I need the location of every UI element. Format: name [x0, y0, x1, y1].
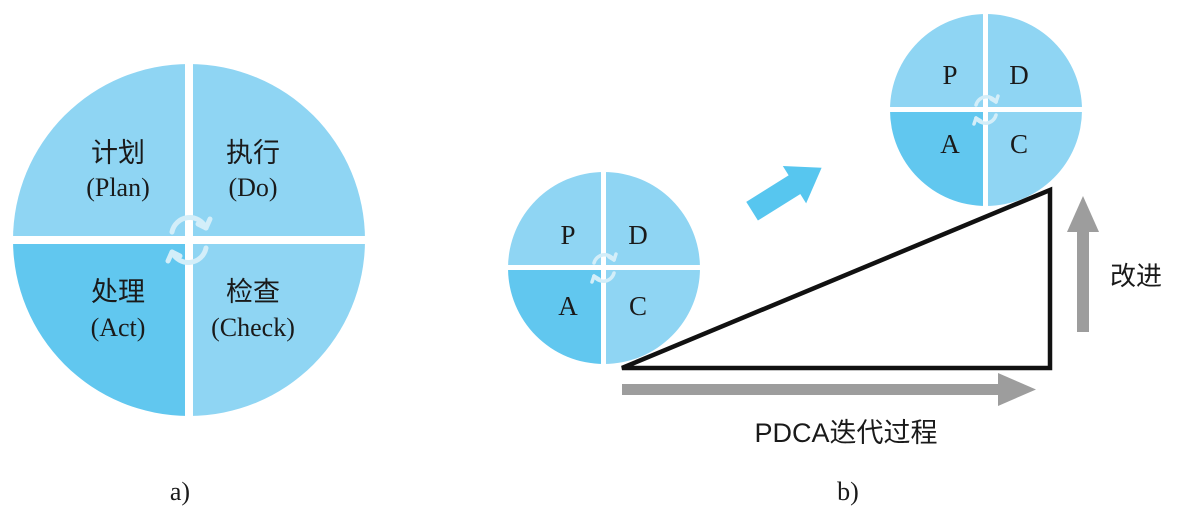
do-subtitle: (Do) [228, 173, 277, 202]
gray-right-arrow-icon [622, 373, 1036, 406]
pdca-wheel-a: 计划 (Plan) 执行 (Do) 处理 (Act) 检查 (Check) [9, 60, 369, 420]
large-a-label: A [940, 129, 960, 159]
small-a-label: A [558, 291, 578, 321]
cycle-icon [590, 252, 618, 284]
cycle-icon [165, 215, 213, 265]
check-title: 检查 [226, 277, 280, 307]
pdca-wheel-small: P D A C [504, 168, 704, 368]
gray-up-arrow-icon [1067, 196, 1099, 332]
large-d-label: D [1009, 60, 1029, 90]
quadrant-plan [13, 64, 189, 240]
quadrant-do [189, 64, 365, 240]
act-subtitle: (Act) [91, 313, 146, 342]
pdca-wheel-large: P D A C [886, 10, 1086, 210]
do-title: 执行 [226, 138, 280, 168]
plan-subtitle: (Plan) [86, 173, 150, 202]
small-d-label: D [628, 220, 648, 250]
large-p-label: P [942, 60, 957, 90]
check-subtitle: (Check) [211, 313, 295, 342]
cycle-icon [972, 94, 1000, 126]
large-c-label: C [1010, 129, 1028, 159]
quadrant-check [189, 240, 365, 416]
plan-title: 计划 [91, 138, 145, 168]
caption-a: a) [170, 477, 190, 506]
small-p-label: P [560, 220, 575, 250]
quadrant-act [13, 240, 189, 416]
process-label: PDCA迭代过程 [754, 418, 937, 448]
horizontal-divider [9, 236, 369, 244]
improvement-wedge [621, 186, 1053, 371]
caption-b: b) [837, 477, 859, 506]
act-title: 处理 [91, 277, 145, 307]
improve-label: 改进 [1110, 261, 1162, 291]
blue-diagonal-arrow-icon [746, 166, 822, 221]
small-c-label: C [629, 291, 647, 321]
